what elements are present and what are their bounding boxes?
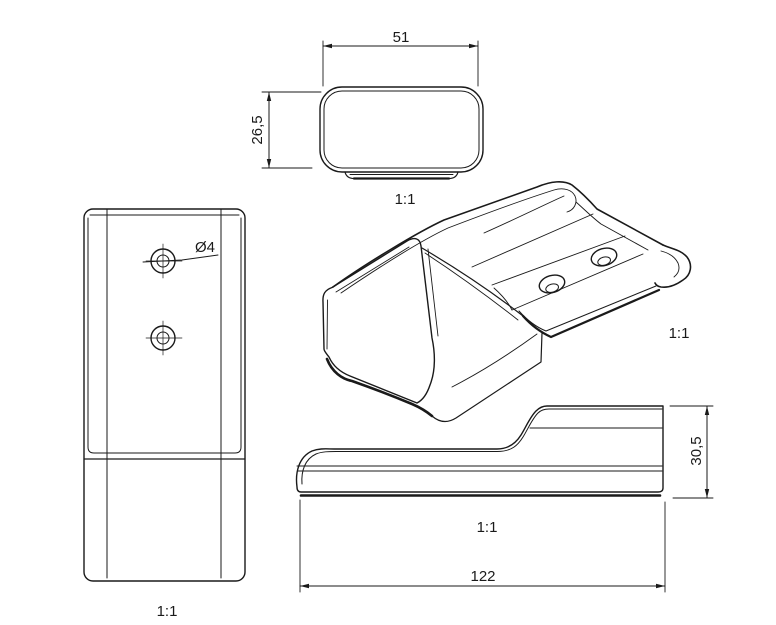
iso-hole-1-outer [538, 274, 566, 294]
dim-top-width-arrow-left [323, 43, 332, 49]
iso-block-front-face [322, 237, 436, 404]
iso-block-face-right-tangent [427, 248, 439, 337]
hole-diameter-leader-line [142, 254, 219, 263]
dim-top-height-label: 26,5 [249, 115, 266, 144]
dim-top-width-label: 51 [393, 29, 410, 46]
iso-block-lower-right-edge [431, 332, 543, 423]
iso-plate-flat-left-arc [493, 287, 513, 311]
dim-top-height-arrow-bottom [266, 159, 272, 168]
iso-lip-inner-contour-1 [340, 188, 577, 294]
dim-top-height-arrow-top [266, 92, 272, 101]
front-view [83, 208, 246, 582]
iso-hole-1-inner [545, 283, 559, 293]
iso-plate-flat-upper-boundary [491, 235, 626, 286]
iso-block-face-left-tangent [326, 299, 328, 350]
top-view-dimensions: 51 26,5 1:1 [249, 29, 479, 208]
front-view-outer-contour [83, 208, 246, 582]
side-view-dimensions: 30,5 122 1:1 [299, 405, 714, 593]
iso-hole-1 [538, 274, 566, 294]
iso-hole-2 [590, 247, 618, 267]
iso-view: 1:1 [322, 181, 692, 423]
iso-block-bottom-edge [325, 357, 434, 418]
iso-block-plate-boundary-inner [424, 252, 519, 321]
dim-top-width-arrow-right [469, 43, 478, 49]
iso-hole-2-outer [590, 247, 618, 267]
iso-lip-right-inner [575, 201, 649, 251]
iso-plate-end-cap-inner [660, 250, 680, 278]
iso-block-face-top-tangent [335, 246, 410, 293]
hole-diameter-label: Ø4 [195, 239, 215, 256]
iso-lip-inner-contour-2 [483, 195, 565, 234]
top-view-inner-contour [323, 90, 480, 169]
dim-side-height-arrow-top [704, 406, 710, 415]
iso-plate-end-cap [654, 244, 692, 288]
dim-side-length-arrow-right [656, 583, 665, 589]
top-view [319, 86, 484, 180]
front-view-annotations: Ø4 1:1 [142, 239, 219, 620]
iso-hole-2-inner [597, 256, 611, 266]
dim-side-height-label: 30,5 [688, 436, 705, 465]
iso-plate-bend-line-1 [471, 213, 594, 268]
side-view-outer-contour [295, 405, 664, 493]
dim-side-height-arrow-bottom [704, 489, 710, 498]
side-view-nose-inner [301, 451, 337, 485]
side-view [295, 405, 664, 497]
dim-side-length-label: 122 [470, 568, 495, 585]
iso-plate-front-rail-inner [518, 285, 657, 332]
iso-block-plate-boundary [421, 247, 524, 317]
iso-view-scale-label: 1:1 [669, 325, 690, 342]
side-view-top-inner [335, 408, 663, 452]
iso-plate-far-edge-and-lip [332, 181, 664, 288]
top-view-scale-label: 1:1 [395, 191, 416, 208]
front-view-plate-contour [87, 217, 242, 454]
side-view-scale-label: 1:1 [477, 519, 498, 536]
iso-plate-front-rail-outer [521, 288, 661, 339]
front-view-scale-label: 1:1 [157, 603, 178, 620]
top-view-outer-contour [319, 86, 484, 173]
iso-block-right-face-tangent [451, 333, 538, 388]
dim-side-length-arrow-left [300, 583, 309, 589]
iso-plate-flat-lower-boundary [511, 253, 644, 311]
